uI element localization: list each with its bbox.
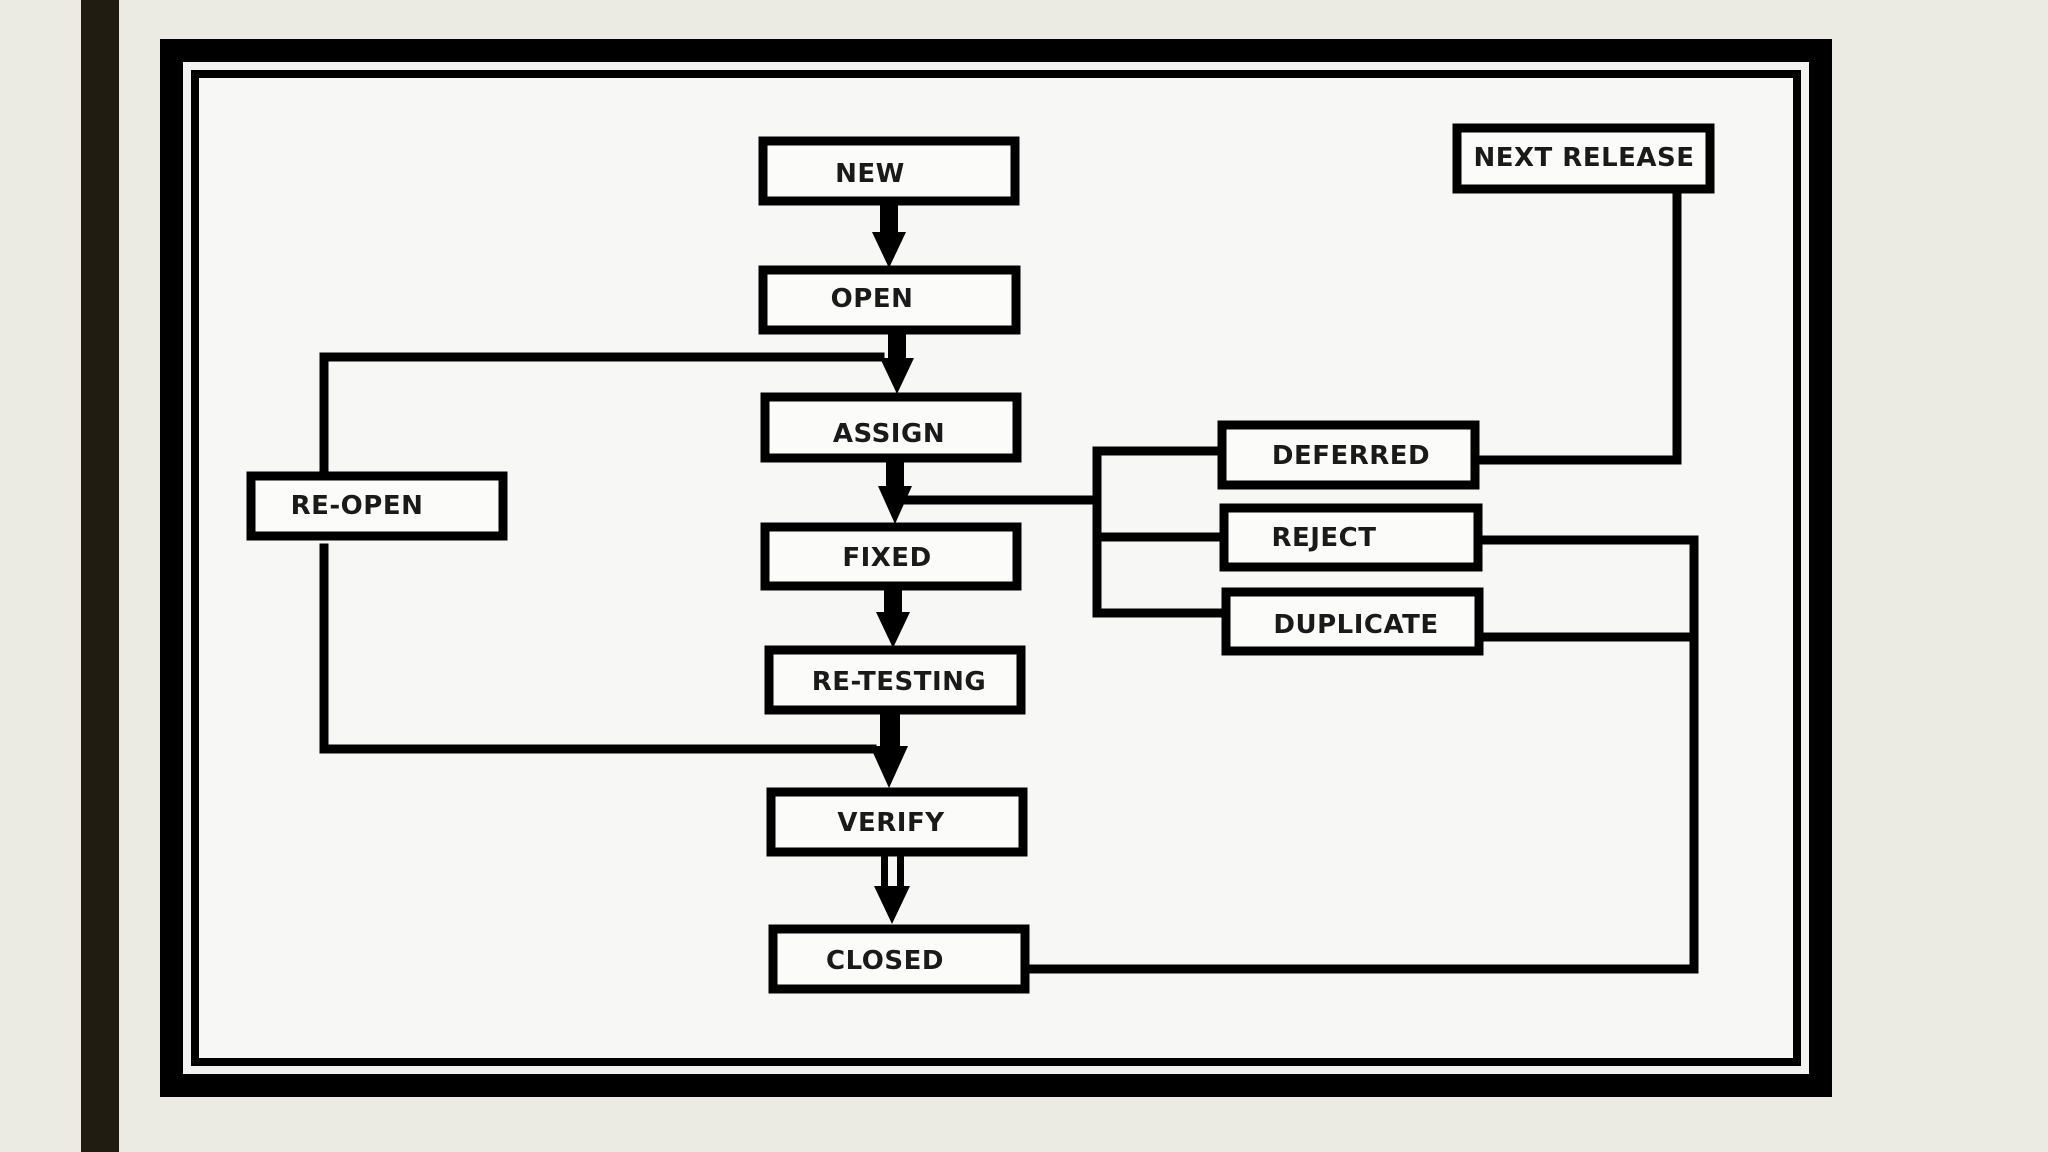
node-label: RE-OPEN	[291, 491, 424, 521]
node-fixed: FIXED	[760, 522, 1022, 591]
node-reopen: RE-OPEN	[246, 471, 508, 541]
arrow-retesting-to-verify	[870, 710, 908, 788]
main-flow-arrows	[870, 202, 914, 924]
node-retesting: RE-TESTING	[764, 645, 1026, 715]
node-label: ASSIGN	[833, 419, 945, 449]
node-closed: CLOSED	[768, 924, 1030, 994]
node-reject: REJECT	[1219, 503, 1483, 572]
node-label: OPEN	[831, 284, 914, 314]
node-assign: ASSIGN	[760, 392, 1022, 463]
arrow-assign-to-fixed	[878, 458, 912, 524]
node-duplicate: DUPLICATE	[1221, 587, 1484, 656]
edge-reopen-to-assign	[319, 352, 885, 477]
node-deferred: DEFERRED	[1217, 420, 1480, 490]
arrow-verify-to-closed	[874, 852, 910, 924]
node-label: NEXT RELEASE	[1473, 143, 1694, 173]
edge-deferred-to-next-release	[1473, 192, 1682, 465]
node-label: DUPLICATE	[1273, 610, 1438, 640]
edge-reject-to-closed-bus	[1022, 535, 1699, 974]
node-open: OPEN	[758, 265, 1021, 335]
slide-side-bar	[81, 0, 119, 1152]
node-label: DEFERRED	[1272, 441, 1430, 471]
node-label: RE-TESTING	[812, 667, 986, 697]
node-new: NEW	[758, 136, 1020, 206]
node-label: CLOSED	[826, 946, 944, 976]
node-next-release: NEXT RELEASE	[1452, 123, 1715, 194]
arrow-new-to-open	[872, 202, 906, 268]
node-verify: VERIFY	[766, 787, 1028, 857]
node-label: REJECT	[1271, 523, 1376, 553]
node-label: NEW	[835, 159, 905, 189]
arrow-open-to-assign	[880, 330, 914, 394]
node-label: FIXED	[842, 543, 931, 573]
node-label: VERIFY	[837, 808, 945, 838]
edge-reopen-to-verify	[319, 543, 877, 754]
connectors	[319, 192, 1699, 974]
arrow-fixed-to-retesting	[876, 586, 910, 648]
